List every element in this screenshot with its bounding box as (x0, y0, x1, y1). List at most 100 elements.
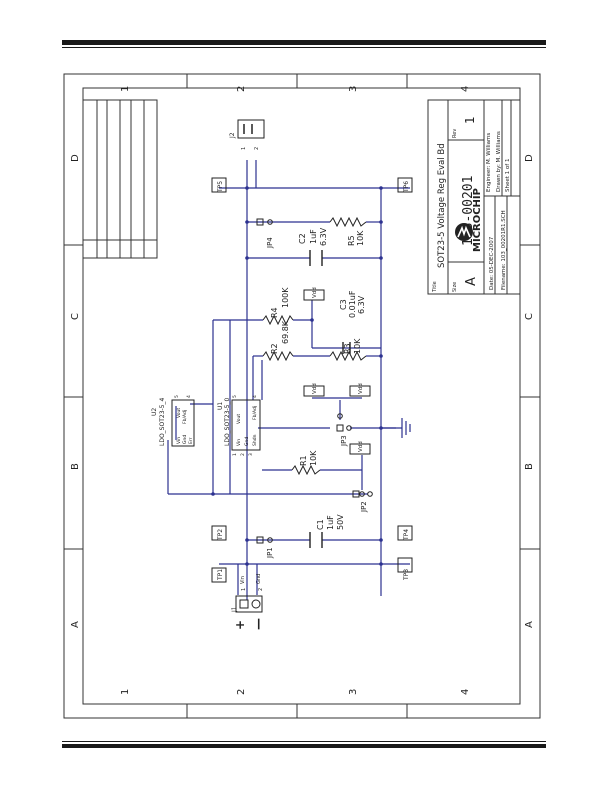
u1-label: U1 (217, 402, 224, 410)
tp6-box (397, 177, 413, 193)
jp4-pin-round-icon (267, 219, 273, 225)
r2-label: R2 (270, 343, 279, 354)
engineer: Engineer: M. Williams (486, 133, 492, 192)
u1-pin5: 5 (232, 395, 238, 398)
j1-body (235, 595, 263, 613)
j1-pin1: 1 (241, 588, 247, 591)
tp6-label: TP6 (403, 181, 410, 193)
test-point-labels: TP1 TP2 TP3 TP4 TP5 TP6 (217, 181, 410, 581)
c2-label: C2 (298, 233, 307, 244)
zone-letter-d-right: D (524, 154, 535, 162)
r4-zigzag-icon (262, 314, 294, 326)
r1-value: 10K (309, 450, 318, 466)
u2-pin-gnd: Gnd (182, 435, 188, 444)
jp3-pin-round-icon (346, 425, 352, 431)
j1-vin-label: Vin (240, 576, 246, 584)
r4-value: 100K (281, 287, 290, 308)
net-vdd-box-3 (349, 385, 371, 397)
tp5-label: TP5 (217, 181, 224, 193)
u1-body (231, 399, 261, 451)
tp5-box (211, 177, 227, 193)
u1-pin2: 2 (240, 453, 246, 456)
jp1-label: JP1 (266, 547, 274, 559)
u2-pin-vin: Vin (176, 437, 182, 444)
bottom-rule (62, 741, 546, 742)
j1-minus-sign: — (251, 618, 265, 630)
j1-label: J1 (231, 606, 238, 613)
zone-letter-b-left: B (70, 463, 81, 470)
c1-label: C1 (316, 519, 325, 530)
jp4-label: JP4 (266, 237, 274, 249)
j1-connector: J1 1 2 Vin Gnd + — (231, 574, 265, 630)
date: Date: 05-DEC-2007 (489, 236, 495, 290)
sheet-number: Sheet 1 of 1 (505, 159, 511, 192)
jp1-pin-square-icon (256, 536, 264, 544)
top-rule (62, 40, 546, 45)
zone-num-1-top: 1 (120, 86, 131, 92)
top-rule-thin (62, 47, 546, 48)
inner-frame (82, 87, 521, 705)
size-label: Size (452, 282, 458, 292)
zone-num-2-bottom: 2 (236, 689, 247, 695)
jp1-pin-round-icon (267, 537, 273, 543)
zone-num-4-bottom: 4 (460, 689, 471, 695)
tp4-box (397, 525, 413, 541)
jp2-label: JP2 (360, 501, 368, 513)
net-vdd-box-2 (303, 385, 325, 397)
tp3-label: TP3 (403, 569, 410, 581)
zone-ticks (64, 74, 540, 718)
c3-rating: 6.3V (357, 295, 366, 314)
net-labels: Vdd Vdd Vdd Vdd (312, 287, 364, 452)
resistor-labels: R5 10K R4 100K R2 69.8K R3 10K R1 10K (270, 230, 365, 466)
j1-gnd-label: Gnd (256, 574, 262, 584)
zone-letter-a-right: A (524, 621, 535, 628)
tp1-box (211, 567, 227, 583)
jp2-pin-square-icon (352, 490, 360, 498)
jp3-label: JP3 (340, 435, 348, 447)
capacitor-labels: C2 1uF 6.3V C1 1uF 50V C3 0.01uF 6.3V (298, 227, 366, 530)
u1-pin-vout: Vout (236, 414, 242, 424)
c2-value: 1uF (309, 229, 318, 244)
jp3-pin-square-icon (336, 424, 344, 432)
u1-pin4: 4 (252, 395, 258, 398)
u2-pin4: 4 (186, 395, 192, 398)
r5-zigzag-icon (329, 216, 367, 228)
outer-frame (63, 73, 541, 719)
u2-pin-fb: Fb/Adj (182, 410, 188, 424)
size-value: A (464, 277, 479, 286)
j2-connector: J2 1 2 (229, 119, 265, 150)
tp2-box (211, 525, 227, 541)
c1-value: 1uF (326, 515, 335, 530)
jumpers: JP4 JP1 JP3 JP2 (256, 218, 373, 559)
c2-rating: 6.3V (319, 227, 328, 246)
net-vdd-2: Vdd (312, 383, 318, 394)
board-title: SOT23-5 Voltage Reg Eval Bd (437, 143, 447, 268)
u2-label: U2 (151, 408, 158, 416)
net-vdd-4: Vdd (358, 441, 364, 452)
u1-pin-fb: Fb/Adj (252, 406, 258, 420)
filename: Filename: 103_00201R1.SCH (501, 210, 507, 290)
company-name: MICROCHIP (472, 188, 483, 252)
jp2-pin-round-icon-2 (367, 491, 373, 497)
zone-num-2-top: 2 (236, 86, 247, 92)
tp3-box (397, 557, 413, 573)
u2-pin-err: Err (188, 437, 194, 444)
u1-pin-vin: Vin (236, 439, 242, 446)
junction-dots (211, 186, 383, 566)
jp2-pin-round-icon (359, 491, 365, 497)
net-vdd-box-1 (303, 289, 325, 301)
u1-pin1: 1 (232, 453, 238, 456)
title-block-frame (427, 99, 521, 295)
u2-body (171, 399, 195, 447)
u1-pin-gnd: Gnd (244, 437, 250, 446)
zone-letter-d-left: D (70, 154, 81, 162)
net-vdd-3: Vdd (358, 383, 364, 394)
rev-label: Rev (452, 129, 458, 138)
j1-pin2: 2 (258, 588, 264, 591)
net-label-boxes (303, 289, 371, 455)
tp4-label: TP4 (403, 529, 410, 541)
u1-pin3: 3 (248, 453, 254, 456)
u2-regulator: U2 LDO_SOT23-5_4 Vin Vout Gnd Fb/Adj Err… (151, 395, 195, 447)
zone-letter-a-left: A (70, 621, 81, 628)
u1-pin-shdn: Shdn (252, 434, 258, 446)
